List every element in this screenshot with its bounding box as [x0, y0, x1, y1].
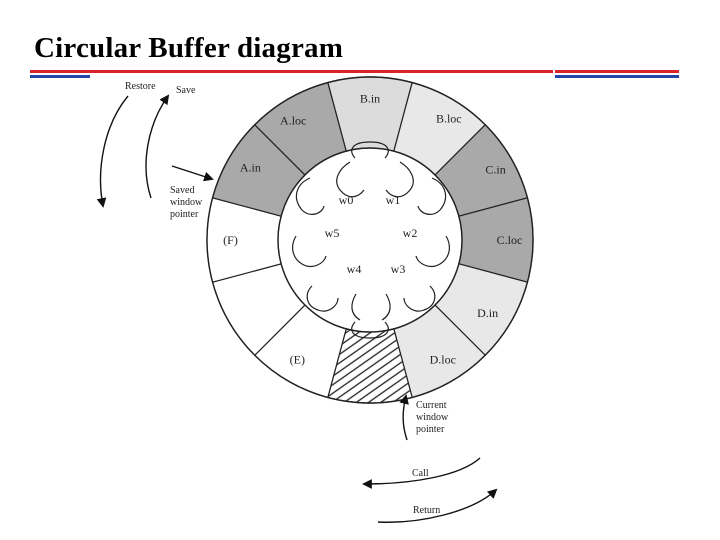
ring-label-dloc: D.loc	[430, 353, 456, 367]
ring-label-aloc: A.loc	[280, 113, 306, 127]
saved-pointer-line-2: window	[170, 197, 203, 208]
inner-ring-circle	[277, 147, 463, 333]
ring-label-cloc: C.loc	[497, 233, 523, 247]
current-pointer-line-3: pointer	[416, 424, 445, 435]
window-label-w1: w1	[386, 193, 401, 207]
saved-pointer-line-3: pointer	[170, 209, 199, 220]
window-label-w4: w4	[347, 262, 362, 276]
current-pointer-label: Current window pointer	[416, 400, 451, 435]
call-label: Call	[412, 468, 429, 479]
window-label-w0: w0	[339, 193, 354, 207]
ring-label-e: (E)	[290, 353, 305, 367]
ring-segments	[206, 76, 534, 404]
window-label-w3: w3	[391, 262, 406, 276]
save-arrow	[145, 94, 170, 199]
call-arrow	[362, 457, 481, 489]
window-label-w2: w2	[403, 226, 418, 240]
ring-label-ain: A.in	[240, 160, 261, 174]
current-pointer-line-1: Current	[416, 400, 447, 411]
current-pointer-line-2: window	[416, 412, 449, 423]
ring-label-cin: C.in	[485, 162, 505, 176]
window-overlap-lines	[292, 141, 450, 339]
window-labels: w0 w1 w2 w3 w4 w5	[325, 193, 418, 276]
ring-label-din: D.in	[477, 306, 498, 320]
page-title: Circular Buffer diagram	[34, 32, 344, 64]
outer-ring-circle	[206, 76, 534, 404]
window-label-w5: w5	[325, 226, 340, 240]
ring-label-bloc: B.loc	[436, 111, 462, 125]
ring-label-f: (F)	[223, 233, 238, 247]
return-arrow	[377, 488, 498, 523]
saved-pointer-label: Saved window pointer	[170, 185, 205, 220]
return-label: Return	[413, 505, 440, 516]
restore-label: Restore	[125, 81, 156, 92]
saved-pointer-line-1: Saved	[170, 185, 194, 196]
ring-label-bin: B.in	[360, 92, 380, 106]
save-label: Save	[176, 85, 196, 96]
saved-pointer-arrow	[171, 165, 214, 182]
title-underline	[30, 70, 679, 78]
current-pointer-arrow	[399, 394, 409, 441]
restore-arrow	[96, 95, 129, 208]
